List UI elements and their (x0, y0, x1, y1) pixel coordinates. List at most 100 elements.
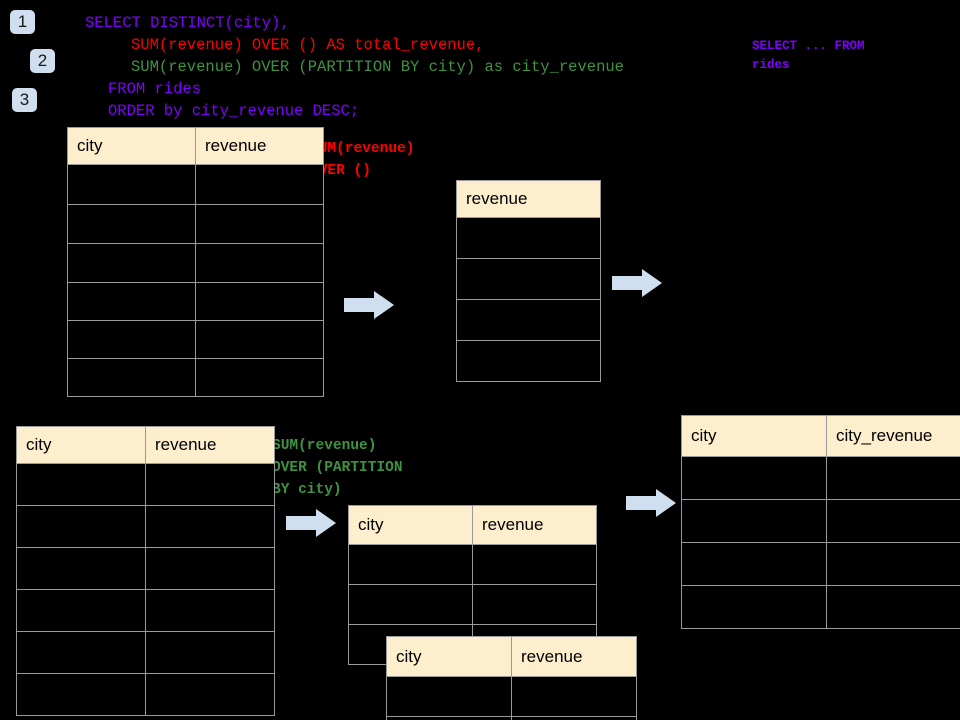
table-cell (456, 299, 601, 341)
table-row (681, 499, 960, 543)
table-cell (681, 456, 827, 500)
table-cell (16, 631, 146, 674)
table-row (456, 217, 601, 259)
table-row (67, 164, 324, 205)
table-header-row: city revenue (386, 636, 637, 677)
column-header-city: city (681, 415, 827, 457)
table-cell (145, 463, 275, 506)
table-cell (16, 673, 146, 716)
table-row (16, 631, 275, 674)
table-cell (456, 258, 601, 300)
table-cell (16, 547, 146, 590)
column-header-revenue: revenue (472, 505, 597, 545)
table-row (67, 204, 324, 244)
table-cell (826, 585, 960, 629)
arrow-total-to-result-icon (612, 269, 662, 297)
table-rides-source-top: city revenue (67, 127, 324, 397)
table-cell (826, 542, 960, 586)
table-row (67, 358, 324, 397)
table-row (67, 243, 324, 283)
sql-line-from: FROM rides (108, 80, 202, 98)
table-cell (681, 499, 827, 543)
table-row (681, 542, 960, 586)
table-row (16, 589, 275, 632)
arrow-source-to-total-icon (344, 291, 394, 319)
table-row (348, 544, 597, 585)
table-cell (67, 320, 196, 359)
table-cell (195, 358, 324, 397)
table-cell (826, 499, 960, 543)
table-cell (67, 243, 196, 283)
table-total-revenue: revenue (456, 180, 601, 382)
table-cell (16, 505, 146, 548)
table-city-revenue-result: city city_revenue (681, 415, 960, 629)
table-header-row: revenue (456, 180, 601, 218)
table-cell (472, 544, 597, 585)
table-cell (195, 204, 324, 244)
table-row (67, 282, 324, 321)
column-header-city: city (67, 127, 196, 165)
table-cell (681, 585, 827, 629)
table-cell (456, 340, 601, 382)
column-header-revenue: revenue (145, 426, 275, 464)
sql-line-city-revenue: SUM(revenue) OVER (PARTITION BY city) as… (131, 58, 624, 76)
table-cell (456, 217, 601, 259)
column-header-revenue: revenue (511, 636, 637, 677)
table-row (16, 505, 275, 548)
table-cell (386, 716, 512, 720)
table-cell (511, 716, 637, 720)
table-cell (67, 282, 196, 321)
table-cell (145, 673, 275, 716)
table-cell (145, 631, 275, 674)
table-cell (67, 204, 196, 244)
column-header-city: city (16, 426, 146, 464)
arrow-source-to-partition-icon (286, 509, 336, 537)
column-header-city-revenue: city_revenue (826, 415, 960, 457)
table-row (386, 716, 637, 720)
column-header-city: city (348, 505, 473, 545)
table-cell (195, 320, 324, 359)
annotation-over-empty: SUM(revenue) OVER () (310, 141, 415, 179)
table-row (456, 299, 601, 341)
table-cell (195, 243, 324, 283)
sql-line-select: SELECT DISTINCT(city), (85, 14, 290, 32)
table-row (67, 320, 324, 359)
column-header-revenue: revenue (195, 127, 324, 165)
column-header-revenue: revenue (456, 180, 601, 218)
sql-line-total-revenue: SUM(revenue) OVER () AS total_revenue, (131, 36, 485, 54)
table-row (681, 456, 960, 500)
table-rides-source-bottom: city revenue (16, 426, 275, 716)
table-cell (511, 676, 637, 717)
table-row (386, 676, 637, 717)
table-cell (348, 544, 473, 585)
table-header-row: city revenue (67, 127, 324, 165)
step-badge-1: 1 (10, 10, 35, 34)
table-cell (195, 164, 324, 205)
sql-side-note: SELECT ... FROM rides (752, 39, 865, 72)
table-cell (16, 589, 146, 632)
table-cell (67, 164, 196, 205)
column-header-city: city (386, 636, 512, 677)
table-cell (145, 505, 275, 548)
table-partition-group-front: city revenue (386, 636, 637, 720)
table-row (16, 463, 275, 506)
table-header-row: city city_revenue (681, 415, 960, 457)
table-row (456, 340, 601, 382)
step-badge-3: 3 (12, 88, 37, 112)
table-cell (348, 584, 473, 625)
table-cell (826, 456, 960, 500)
table-cell (67, 358, 196, 397)
sql-line-order-by: ORDER by city_revenue DESC; (108, 102, 360, 120)
table-row (16, 547, 275, 590)
table-cell (472, 584, 597, 625)
step-badge-2: 2 (30, 49, 55, 73)
table-cell (16, 463, 146, 506)
table-header-row: city revenue (16, 426, 275, 464)
table-cell (386, 676, 512, 717)
table-cell (195, 282, 324, 321)
table-cell (145, 589, 275, 632)
table-row (681, 585, 960, 629)
annotation-over-partition: SUM(revenue) OVER (PARTITION BY city) (272, 438, 403, 498)
table-header-row: city revenue (348, 505, 597, 545)
